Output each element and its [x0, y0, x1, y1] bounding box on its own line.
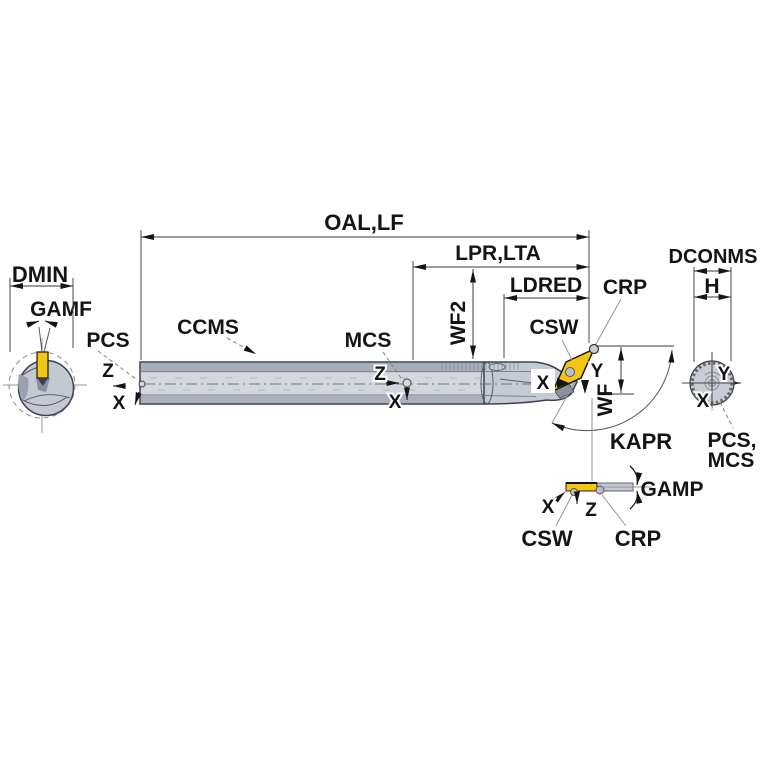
gamp-label: GAMP	[641, 478, 704, 501]
dimension-dmin: DMIN	[9, 262, 74, 352]
callout-pcs-mcs-right: PCS, MCS	[707, 401, 757, 472]
dimension-wf: WF	[594, 345, 674, 417]
left-end-view: GAMF DMIN	[3, 262, 92, 433]
dimension-ldred: LDRED	[503, 274, 589, 358]
crp-bottom-label: CRP	[615, 526, 661, 551]
h-label: H	[704, 275, 719, 298]
left-view-shadow	[18, 374, 29, 400]
mcs-x-axis-label: X	[389, 392, 402, 413]
csw-reference-point	[570, 488, 578, 496]
callout-crp-top: CRP	[603, 276, 647, 299]
wf2-label: WF2	[447, 301, 470, 345]
bottom-x-axis-label: X	[542, 497, 555, 518]
tip-y-axis-arrow-icon	[581, 380, 589, 394]
pcs-mcs-label-line2: MCS	[708, 449, 755, 472]
boring-bar-shank	[139, 361, 485, 405]
pcs-x-arrow-icon	[134, 391, 142, 406]
right-view-y-axis-label: Y	[718, 364, 731, 385]
right-end-view: DCONMS H Y X	[669, 246, 758, 414]
tip-y-axis-label: Y	[591, 361, 604, 382]
insert-bottom-view	[565, 482, 598, 492]
ldred-label: LDRED	[510, 274, 582, 297]
csw-bottom-label: CSW	[521, 526, 573, 551]
pcs-x-axis-label: X	[113, 393, 126, 414]
lpr-label: LPR,LTA	[455, 242, 541, 265]
gamf-label: GAMF	[30, 298, 92, 321]
right-view-x-axis-label: X	[697, 391, 710, 412]
tip-x-axis-label: X	[537, 373, 550, 394]
mcs-marker: Z X	[372, 362, 412, 415]
wf-label: WF	[594, 384, 617, 417]
pcs-mcs-label-line1: PCS,	[707, 429, 756, 452]
callout-pcs-left: PCS	[86, 329, 137, 380]
head-joint-detail	[488, 363, 506, 371]
dimension-gamf: GAMF	[26, 298, 92, 353]
insert-edge-left-view	[37, 378, 48, 386]
crp-reference-point	[595, 485, 605, 495]
dmin-label: DMIN	[12, 262, 68, 287]
mcs-label: MCS	[345, 329, 392, 352]
callout-csw-top: CSW	[530, 316, 579, 361]
oal-label: OAL,LF	[324, 210, 403, 235]
gamp-angle-arc-lower	[629, 490, 643, 510]
gamp-angle-arc-upper	[629, 465, 643, 486]
dimension-kapr: KAPR	[551, 349, 675, 454]
callout-ccms: CCMS	[177, 316, 257, 355]
kapr-label: KAPR	[610, 429, 672, 454]
pcs-z-axis-label: Z	[102, 361, 114, 382]
insert-screw	[565, 367, 575, 377]
callout-mcs: MCS	[345, 329, 402, 379]
mcs-z-axis-label: Z	[374, 364, 386, 385]
bottom-x-arrow-icon	[553, 491, 566, 503]
shank-knurl-texture	[441, 363, 519, 370]
bottom-z-axis-label: Z	[585, 500, 597, 521]
insert-left-view	[36, 351, 49, 379]
dimension-oal: OAL,LF	[140, 210, 590, 360]
ccms-label: CCMS	[177, 316, 239, 339]
pcs-left-marker: Z X	[100, 359, 146, 416]
csw-top-label: CSW	[530, 316, 579, 339]
crp-top-label: CRP	[603, 276, 647, 299]
dimension-wf2: WF2	[447, 269, 476, 359]
dconms-label: DCONMS	[669, 246, 758, 268]
bottom-insert-view: GAMP X Z CSW CRP	[521, 398, 704, 551]
dimension-lpr: LPR,LTA	[412, 242, 589, 360]
pcs-left-label: PCS	[86, 329, 129, 352]
